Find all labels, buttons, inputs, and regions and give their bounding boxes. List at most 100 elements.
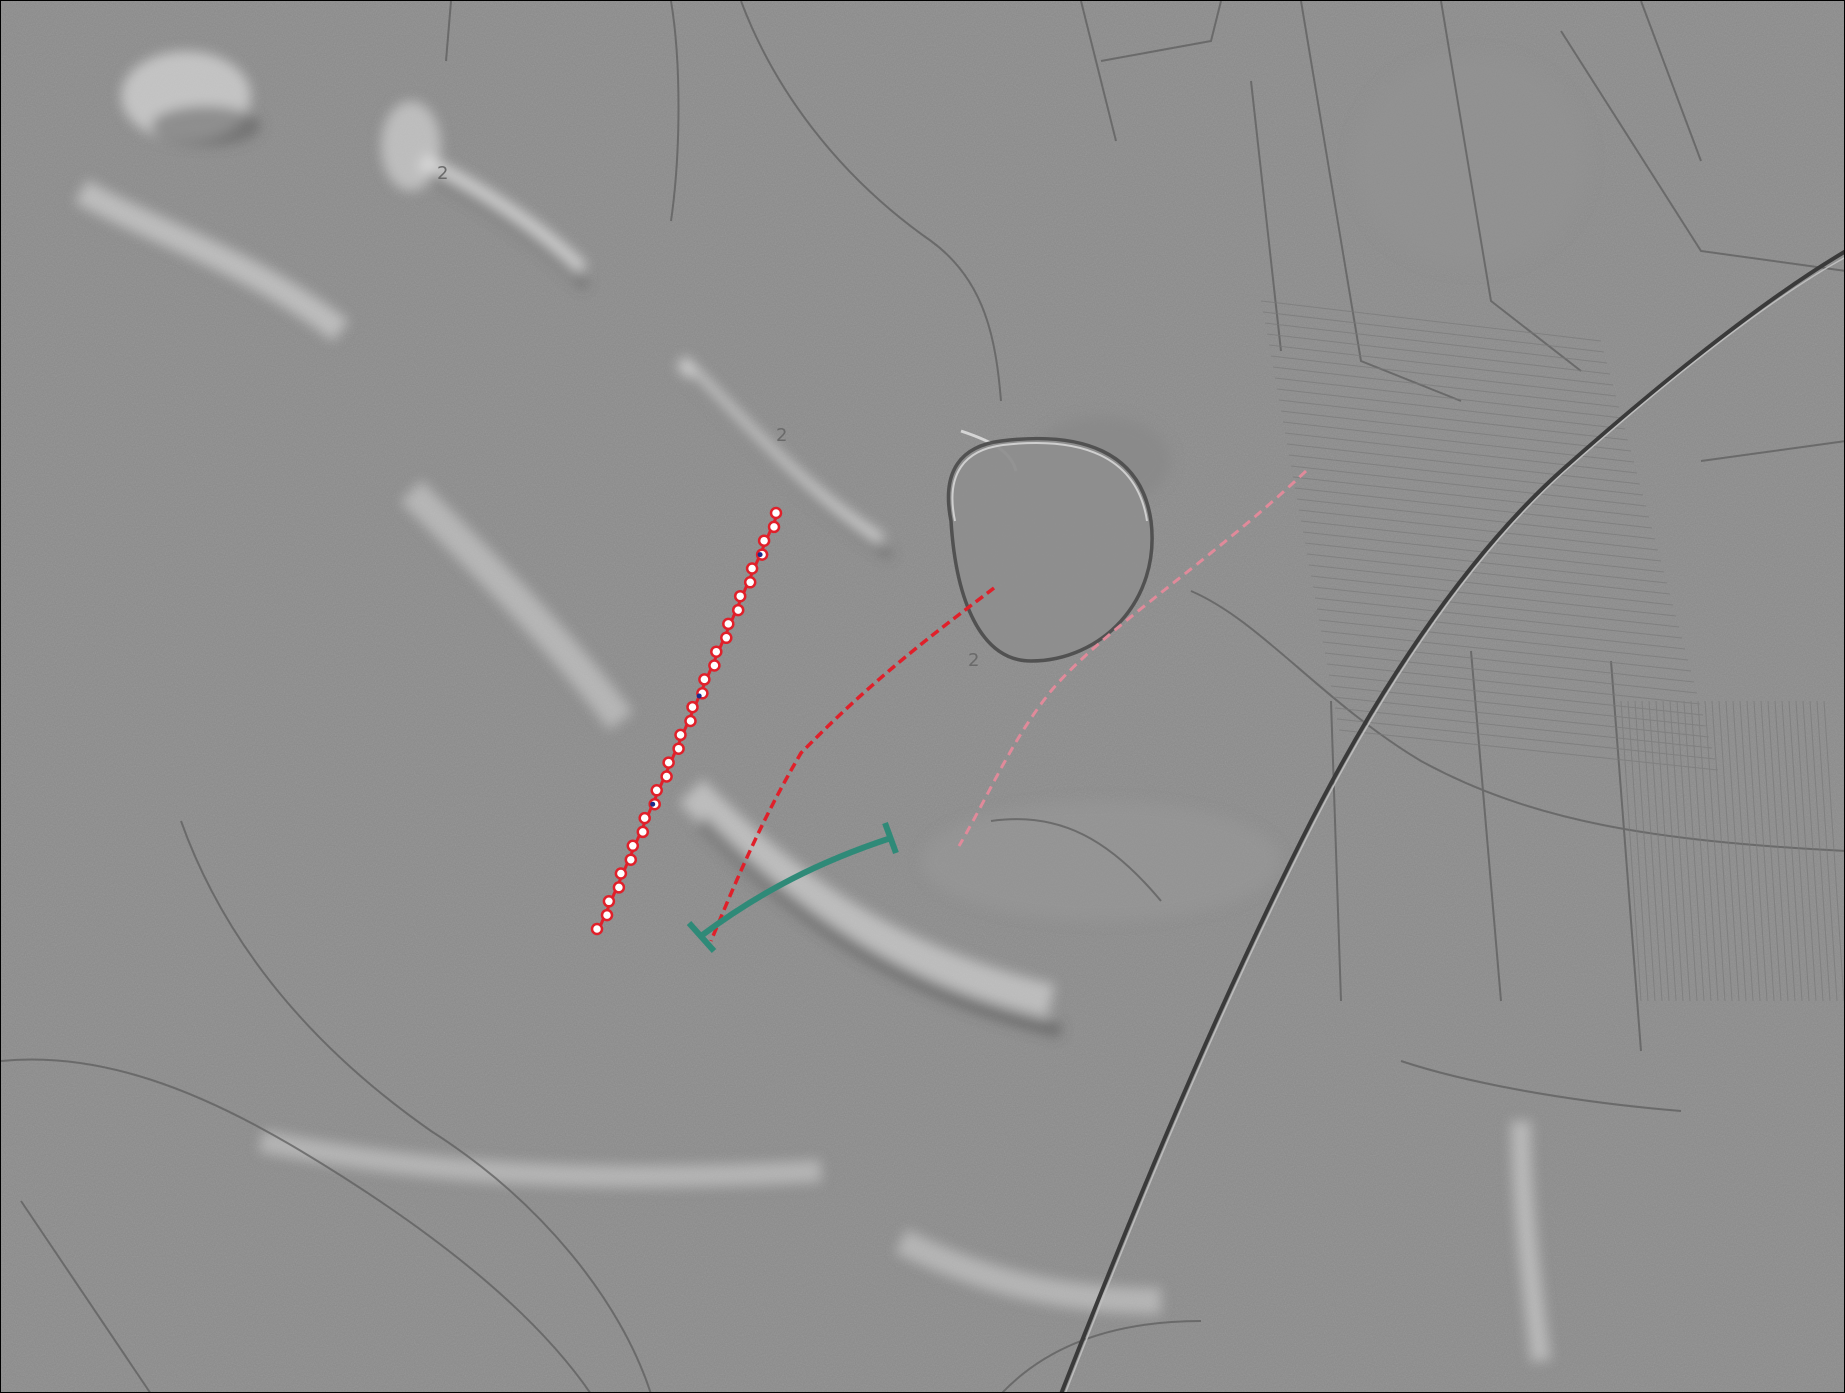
- field-strip: [1320, 630, 1692, 672]
- field-strip: [1648, 700, 1670, 1002]
- profile-marker[interactable]: [612, 881, 626, 894]
- profile-marker[interactable]: [626, 839, 640, 853]
- profile-markers[interactable]: [590, 506, 783, 936]
- field-strip: [1308, 564, 1674, 606]
- profile-marker[interactable]: [684, 714, 697, 728]
- profile-marker[interactable]: [674, 728, 687, 742]
- profile-marker[interactable]: [757, 534, 771, 547]
- field-strip: [1294, 487, 1653, 529]
- field-strip: [1286, 443, 1641, 485]
- profile-marker[interactable]: [767, 520, 781, 534]
- profile-marker[interactable]: [624, 853, 638, 866]
- transect-dashed-pink[interactable]: [957, 469, 1308, 847]
- field-strip: [1641, 700, 1663, 1002]
- profile-marker[interactable]: [638, 811, 651, 825]
- field-strip: [1314, 597, 1683, 639]
- field-strip: [1322, 641, 1695, 683]
- profile-accent-marker: [757, 552, 763, 558]
- profile-marker[interactable]: [662, 756, 675, 769]
- profile-marker[interactable]: [672, 742, 685, 755]
- field-strip: [1312, 586, 1680, 628]
- profile-marker[interactable]: [650, 784, 663, 797]
- profile-marker[interactable]: [731, 603, 745, 617]
- field-strip: [1802, 700, 1824, 1002]
- field-strip: [1697, 700, 1719, 1002]
- field-strip: [1272, 366, 1620, 408]
- profile-marker[interactable]: [698, 673, 711, 686]
- field-strip: [1290, 465, 1647, 507]
- field-strip: [1310, 575, 1677, 617]
- profile-marker[interactable]: [590, 922, 604, 936]
- field-strip: [1711, 700, 1733, 1002]
- profile-marker[interactable]: [686, 700, 699, 714]
- field-strip: [1627, 700, 1649, 1002]
- profile-accent-marker: [650, 801, 656, 807]
- field-strip: [1690, 700, 1712, 1002]
- field-strip: [1262, 311, 1605, 353]
- field-strip: [1324, 652, 1698, 694]
- field-strip: [1795, 700, 1817, 1002]
- field-strip: [1270, 355, 1617, 397]
- profile-marker[interactable]: [708, 659, 721, 672]
- terrain-label-1: 2: [437, 163, 448, 184]
- terrain-relief: [74, 51, 1591, 1363]
- enclosure: [946, 429, 1154, 663]
- field-strip: [1767, 700, 1789, 1002]
- field-strip: [1634, 700, 1656, 1002]
- field-strip: [1274, 377, 1623, 419]
- field-strip: [1760, 700, 1782, 1002]
- field-strip: [1298, 509, 1659, 551]
- profile-marker[interactable]: [720, 631, 733, 645]
- profile-marker[interactable]: [614, 867, 628, 880]
- profile-marker[interactable]: [745, 562, 759, 575]
- field-strip: [1669, 700, 1691, 1002]
- transect-dashed-red[interactable]: [709, 586, 996, 942]
- field-strip: [1620, 700, 1642, 1002]
- profile-marker[interactable]: [600, 908, 614, 922]
- field-strip: [1739, 700, 1761, 1002]
- field-strip: [1823, 700, 1844, 1002]
- field-strip: [1318, 619, 1689, 661]
- profile-accent-marker: [696, 693, 702, 699]
- field-strip: [1282, 421, 1635, 463]
- field-strip: [1284, 432, 1638, 474]
- profile-marker[interactable]: [769, 506, 783, 520]
- profile-marker[interactable]: [602, 895, 616, 908]
- field-strip: [1704, 700, 1726, 1002]
- field-strip: [1292, 476, 1650, 518]
- field-strip: [1266, 333, 1611, 375]
- field-strip: [1746, 700, 1768, 1002]
- profile-marker[interactable]: [722, 617, 735, 631]
- profile-marker[interactable]: [743, 576, 757, 589]
- profile-line[interactable]: [590, 506, 783, 936]
- field-strip: [1326, 663, 1701, 705]
- terrain-label-2: 2: [776, 425, 787, 446]
- field-strips: [1260, 300, 1844, 1002]
- field-strip: [1655, 700, 1677, 1002]
- field-strip: [1280, 410, 1632, 452]
- field-strip: [1304, 542, 1668, 584]
- field-strip: [1334, 707, 1713, 749]
- field-strip: [1264, 322, 1608, 364]
- field-strip: [1300, 520, 1662, 562]
- field-strip: [1732, 700, 1754, 1002]
- field-strip: [1809, 700, 1831, 1002]
- field-strip: [1774, 700, 1796, 1002]
- field-strip: [1816, 700, 1838, 1002]
- field-strip: [1296, 498, 1656, 540]
- field-strip: [1306, 553, 1671, 595]
- measurement-arc[interactable]: [686, 821, 899, 953]
- profile-marker[interactable]: [636, 825, 650, 839]
- profile-marker[interactable]: [660, 770, 673, 783]
- field-strip: [1788, 700, 1810, 1002]
- profile-marker[interactable]: [710, 645, 723, 658]
- profile-marker[interactable]: [733, 589, 747, 603]
- field-strip: [1288, 454, 1644, 496]
- field-strip: [1683, 700, 1705, 1002]
- field-strip: [1278, 399, 1629, 441]
- field-strip: [1276, 388, 1626, 430]
- field-strip: [1260, 300, 1602, 342]
- field-strip: [1662, 700, 1684, 1002]
